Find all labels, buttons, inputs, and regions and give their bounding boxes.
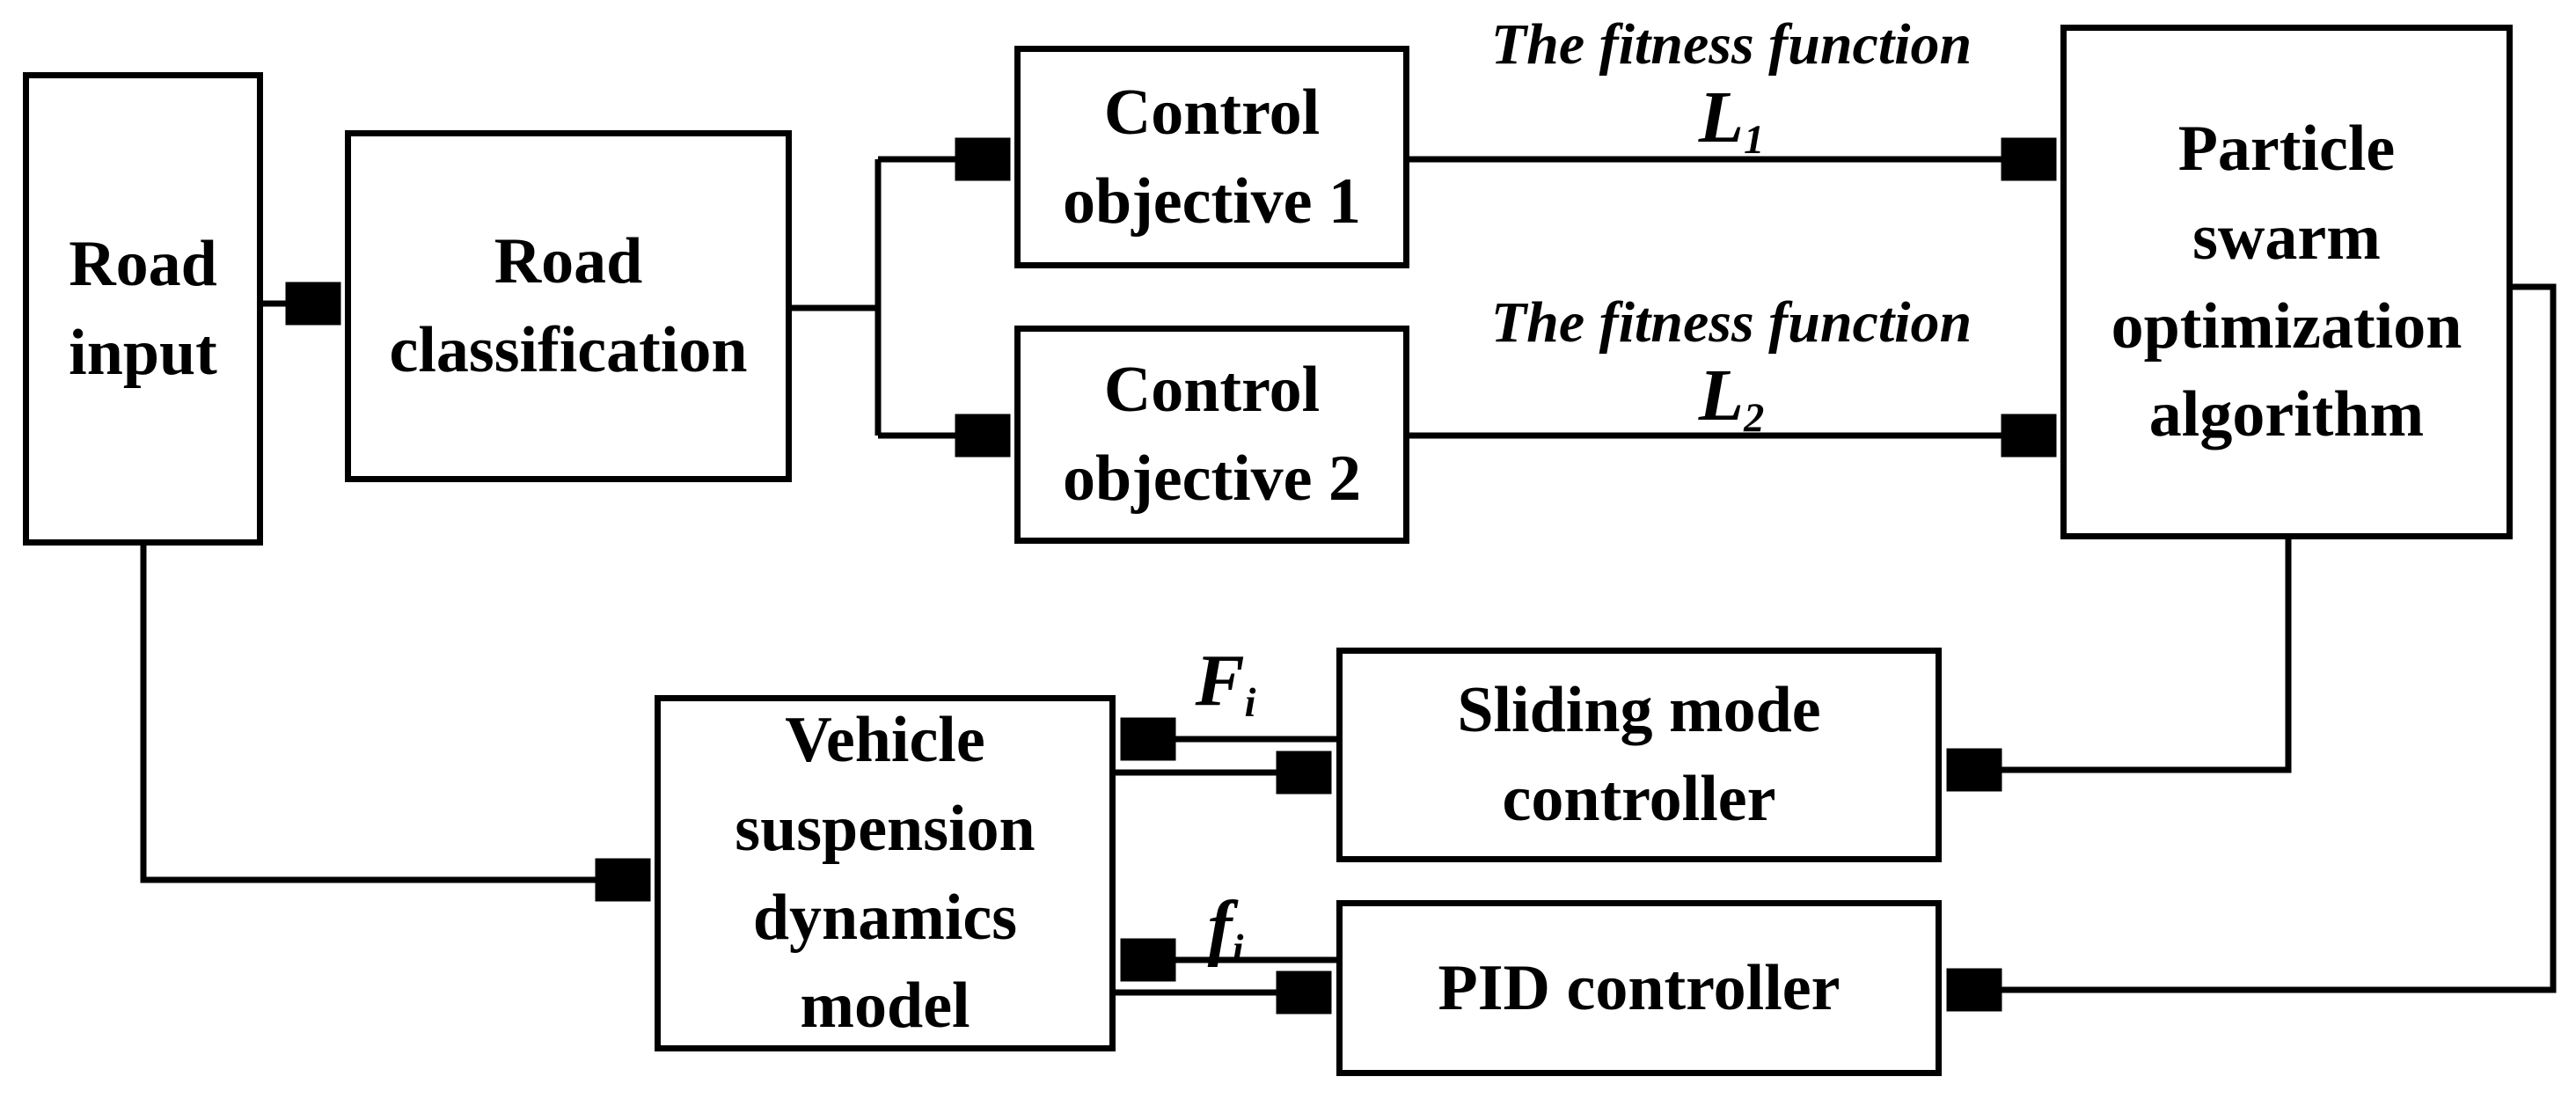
arrow-pso-to-pid-controller [1950, 283, 2557, 990]
label-fitness-function-L2-symbol: L2 [1698, 354, 1765, 440]
label-fitness-function-L1: The fitness function L1 [1423, 12, 2039, 163]
box-vehicle-suspension-model: Vehicle suspension dynamics model [655, 695, 1116, 1051]
box-pid-controller-label: PID controller [1438, 951, 1841, 1024]
box-particle-swarm-optimization: Particle swarm optimization algorithm [2060, 25, 2513, 539]
label-fitness-function-L2-text: The fitness function [1490, 290, 1972, 355]
box-road-input-label: Road input [69, 228, 217, 389]
box-control-objective-1-label: Control objective 1 [1062, 76, 1362, 238]
label-fitness-function-L1-symbol: L1 [1698, 76, 1765, 162]
box-sliding-mode-controller-label: Sliding mode controller [1457, 674, 1821, 835]
box-sliding-mode-controller: Sliding mode controller [1336, 648, 1942, 862]
box-road-classification: Road classification [345, 130, 792, 482]
box-control-objective-1: Control objective 1 [1014, 46, 1409, 268]
label-force-F-i: Fi [1195, 640, 1256, 725]
arrow-pso-to-sliding-mode-controller [1950, 539, 2292, 770]
box-pid-controller: PID controller [1336, 900, 1942, 1076]
arrow-road-input-to-vehicle-model [140, 546, 648, 880]
label-force-f-i: fi [1207, 886, 1244, 971]
box-control-objective-2: Control objective 2 [1014, 326, 1409, 544]
label-fitness-function-L2: The fitness function L2 [1423, 290, 2039, 441]
box-particle-swarm-optimization-label: Particle swarm optimization algorithm [2111, 113, 2463, 451]
label-fitness-function-L1-text: The fitness function [1490, 12, 1972, 77]
box-road-classification-label: Road classification [389, 225, 748, 386]
box-vehicle-suspension-model-label: Vehicle suspension dynamics model [735, 704, 1036, 1043]
box-control-objective-2-label: Control objective 2 [1062, 354, 1362, 515]
box-road-input: Road input [23, 72, 263, 546]
